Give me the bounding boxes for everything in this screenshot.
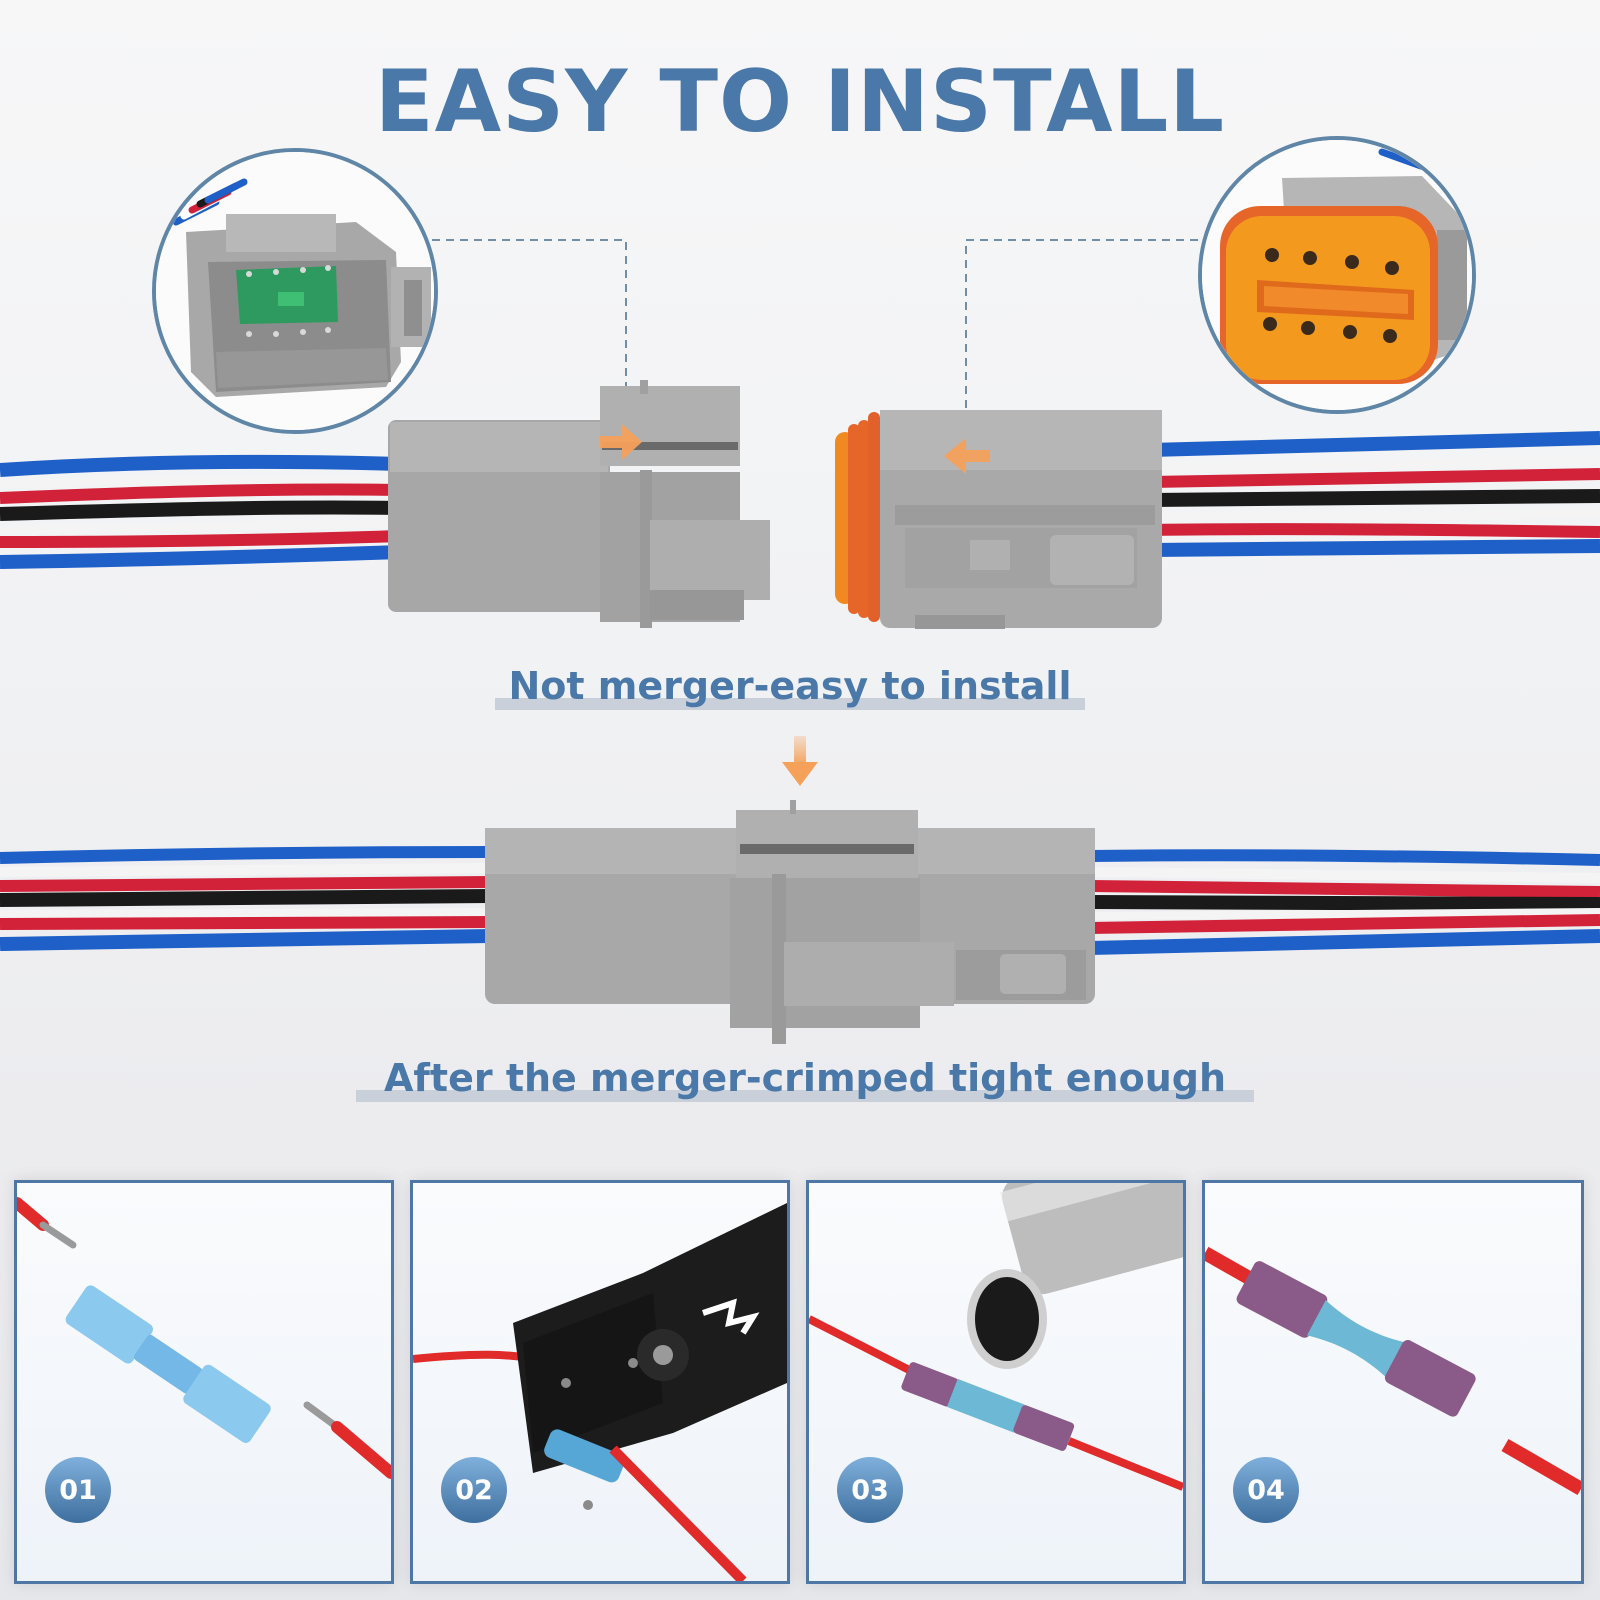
caption-underline	[356, 1090, 1254, 1102]
male-connector-illustration	[156, 152, 434, 430]
mated-connector-illustration	[0, 800, 1600, 1044]
page-title: EASY TO INSTALL	[374, 52, 1226, 152]
caption-after-text: After the merger-crimped tight enough	[383, 1056, 1227, 1100]
step-panel-02: 02	[410, 1180, 790, 1584]
left-wire-bundle	[0, 455, 401, 569]
step-number: 01	[59, 1474, 97, 1506]
step-badge-04: 04	[1233, 1457, 1299, 1523]
caption-before-mating: Not merger-easy to install	[495, 664, 1085, 710]
step-number: 03	[851, 1474, 889, 1506]
step-badge-03: 03	[837, 1457, 903, 1523]
step-badge-02: 02	[441, 1457, 507, 1523]
step-panel-03: 03	[806, 1180, 1186, 1584]
heat-gun-illustration	[809, 1183, 1183, 1491]
male-connector-closeup	[152, 148, 438, 434]
step-badge-01: 01	[45, 1457, 111, 1523]
caption-underline	[495, 698, 1085, 710]
crimping-tool-illustration	[413, 1203, 787, 1581]
caption-after-mating: After the merger-crimped tight enough	[356, 1056, 1254, 1102]
right-wire-bundle	[1149, 431, 1600, 557]
female-connector-illustration	[1202, 140, 1472, 410]
step-number: 04	[1247, 1474, 1285, 1506]
caption-before-text: Not merger-easy to install	[508, 664, 1072, 708]
male-connector	[388, 380, 770, 628]
female-connector-closeup	[1198, 136, 1476, 414]
female-connector	[835, 410, 1162, 629]
butt-connector-illustration	[17, 1197, 391, 1479]
step-panel-01: 01	[14, 1180, 394, 1584]
step-panel-04: 04	[1202, 1180, 1584, 1584]
unmated-connectors-illustration	[0, 380, 1600, 629]
step-number: 02	[455, 1474, 493, 1506]
down-arrow-icon	[782, 736, 818, 786]
sealed-connection-illustration	[1205, 1246, 1581, 1496]
